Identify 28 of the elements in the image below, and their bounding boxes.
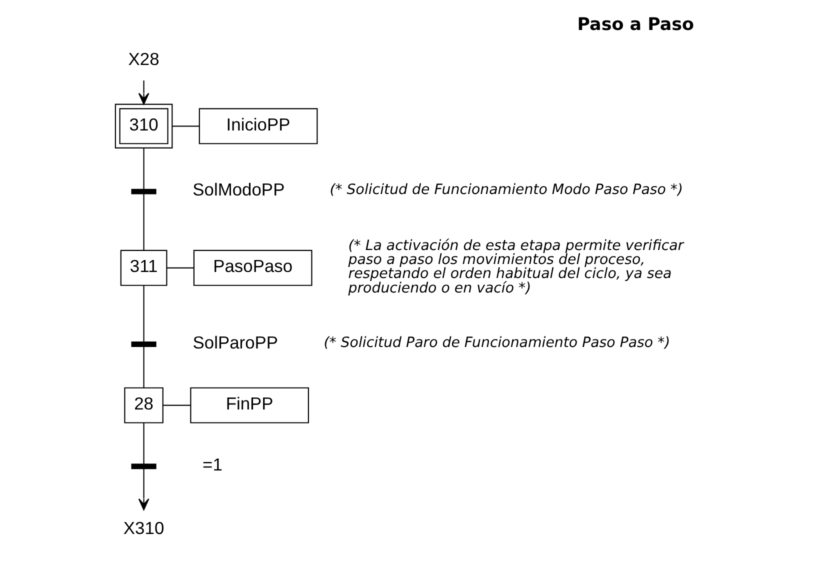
connector <box>166 267 194 268</box>
arrow <box>138 468 149 510</box>
label: (* La activación de esta etapa permite verificar paso a paso los movimientos del proceso, respetando el orden habitual del ciclo, ya sea produciendo o en vacío *) <box>348 238 684 296</box>
node-bar <box>130 464 156 470</box>
node-box: InicioPP <box>198 108 318 144</box>
node-box: FinPP <box>190 387 308 424</box>
node-box: PasoPaso <box>192 250 312 286</box>
node-text: X28 <box>128 48 159 69</box>
node-text: X310 <box>122 518 164 538</box>
node-bar <box>130 188 156 194</box>
connector <box>142 194 144 250</box>
label: (* Solicitud Paro de Funcionamiento Paso Paso *) <box>323 334 670 351</box>
node-label: SolParoPP <box>192 332 278 352</box>
connector <box>142 148 144 190</box>
connector <box>172 126 199 127</box>
node-label: =1 <box>202 454 222 475</box>
arrow <box>138 80 149 105</box>
connector <box>142 422 144 464</box>
diagram-title: Paso a Paso <box>576 14 694 35</box>
node-label: SolModoPP <box>192 180 284 200</box>
connector <box>142 346 144 388</box>
connector <box>142 285 144 342</box>
node-box: 311 <box>120 250 167 286</box>
label: (* Solicitud de Funcionamiento Modo Paso Paso *) <box>329 182 683 198</box>
node-bar <box>130 342 156 347</box>
node-box: 310 <box>114 104 172 149</box>
connector <box>162 404 190 406</box>
node-box: 28 <box>124 387 163 424</box>
